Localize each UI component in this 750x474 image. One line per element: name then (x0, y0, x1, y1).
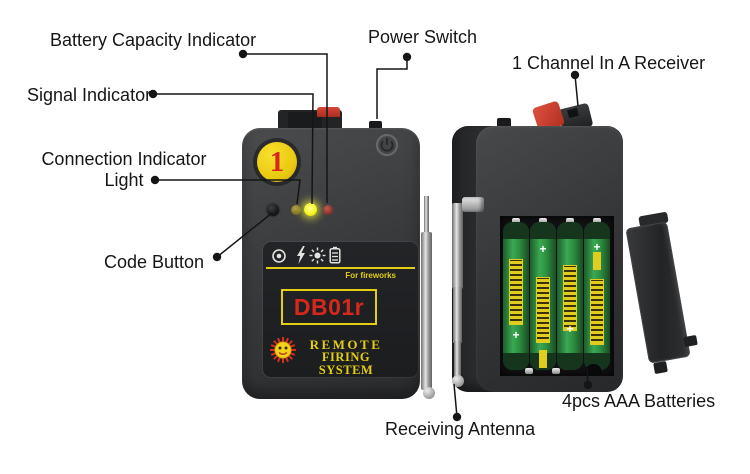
battery-plus-mark: + (512, 328, 520, 342)
battery-cover (625, 221, 691, 364)
label-code-button: Code Button (104, 252, 205, 272)
battery-capacity-led (323, 205, 333, 215)
power-switch-nub (369, 121, 382, 132)
battery-cap (503, 222, 529, 239)
terminal-red-top (317, 107, 340, 117)
battery-cover-tab (653, 360, 668, 375)
back-top-nub (497, 118, 511, 129)
battery-contact (566, 218, 574, 224)
battery-plus-mark: + (566, 322, 574, 336)
battery-contact (525, 368, 533, 374)
left-antenna-ball (423, 387, 435, 399)
battery-label-band (509, 259, 523, 325)
label-connection-indicator-light: Connection Indicator Light (28, 149, 220, 191)
receiving-antenna-tube (452, 203, 463, 289)
label-receiving-antenna: Receiving Antenna (385, 419, 536, 439)
battery-contact (539, 218, 547, 224)
battery-cap (530, 222, 556, 239)
left-antenna-tube (421, 232, 432, 390)
code-button (267, 204, 279, 216)
aaa-battery-2: + (530, 222, 556, 370)
cover-thumb-notch (585, 364, 602, 376)
receiving-antenna-ball (452, 375, 464, 387)
label-batteries: 4pcs AAA Batteries (562, 391, 716, 411)
battery-plus-mark: + (593, 240, 601, 254)
battery-contact (593, 218, 601, 224)
battery-icon (329, 246, 341, 264)
panel-tagline: For fireworks (345, 271, 396, 280)
leader-antenna (453, 383, 458, 418)
channel-number: 1 (269, 146, 285, 178)
receiver-front-view: 1 (242, 128, 420, 399)
battery-cap (503, 353, 529, 370)
label-channel-receiver: 1 Channel In A Receiver (512, 53, 706, 73)
leader-channel (574, 74, 579, 107)
receiving-antenna-tube (454, 341, 461, 379)
battery-cap (557, 222, 583, 239)
label-connection-line1: Connection Indicator (41, 149, 207, 169)
brand-text: REMOTE FIRING SYSTEM (300, 338, 392, 377)
sun-icon (309, 247, 326, 264)
brand-line1: REMOTE (309, 337, 383, 352)
battery-contact (512, 218, 520, 224)
brand-line2: FIRING SYSTEM (318, 350, 374, 377)
channel-number-badge: 1 (257, 142, 297, 182)
panel-divider (266, 267, 415, 269)
battery-cap (557, 353, 583, 370)
label-connection-line2: Light (104, 170, 144, 190)
label-power-switch: Power Switch (368, 27, 478, 47)
lightning-icon (297, 246, 305, 264)
battery-label-band (536, 277, 550, 343)
battery-label-band (563, 265, 577, 331)
aaa-battery-4: + (584, 222, 610, 370)
code-target-icon (272, 249, 286, 263)
receiver-back-view: + + + + (452, 126, 623, 392)
model-name: DB01r (293, 294, 365, 320)
model-name-box: DB01r (281, 289, 377, 325)
receiving-antenna-tube (453, 287, 462, 343)
antenna-hinge (462, 197, 484, 212)
label-battery-capacity-indicator: Battery Capacity Indicator (50, 30, 257, 50)
battery-label-band (590, 279, 604, 345)
battery-contact (552, 368, 560, 374)
battery-label-band (593, 252, 601, 270)
sun-logo (270, 337, 296, 363)
battery-cover-tab (683, 334, 698, 348)
label-signal-indicator: Signal Indicator (27, 85, 152, 105)
connection-indicator-led (291, 205, 301, 215)
aaa-battery-3: + (557, 222, 583, 370)
battery-plus-mark: + (539, 242, 547, 256)
battery-label-band (539, 350, 547, 368)
signal-indicator-led (304, 203, 317, 216)
front-label-panel: For fireworks DB01r REMOTE FIRING SYSTEM (263, 242, 418, 377)
battery-compartment: + + + + (500, 216, 614, 376)
left-antenna-tip (424, 196, 429, 234)
power-button-icon (375, 133, 399, 157)
battery-cap (584, 222, 610, 239)
leader-power-switch (376, 57, 408, 119)
aaa-battery-1: + (503, 222, 529, 370)
